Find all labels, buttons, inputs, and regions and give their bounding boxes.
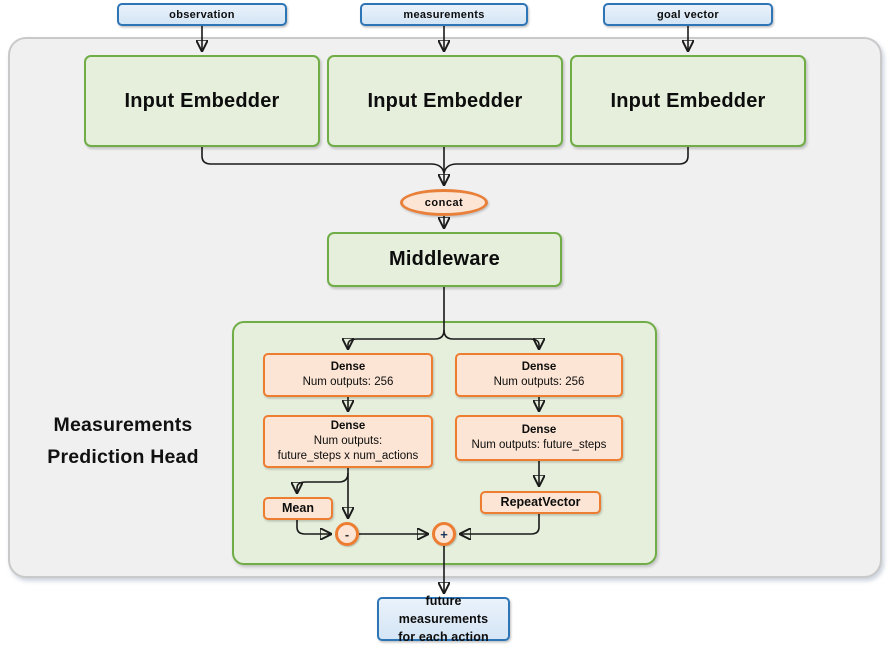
dense-outputs: Num outputs: 256: [302, 376, 394, 388]
input-node-label: observation: [169, 8, 235, 21]
add-op-label: +: [440, 526, 448, 542]
dense-action-1: Dense Num outputs: 256: [263, 353, 433, 397]
middleware-box: Middleware: [327, 232, 562, 287]
dense-expectation-1: Dense Num outputs: 256: [455, 353, 623, 397]
input-embedder-observation: Input Embedder: [84, 55, 320, 147]
input-node-label: measurements: [403, 8, 485, 21]
dense-outputs-2: future_steps x num_actions: [277, 450, 419, 462]
middleware-label: Middleware: [389, 248, 500, 270]
dense-outputs: Num outputs: future_steps: [471, 439, 607, 451]
dense-outputs: Num outputs:: [313, 435, 383, 447]
dense-title: Dense: [521, 424, 557, 436]
dense-outputs: Num outputs: 256: [493, 376, 585, 388]
mean-box: Mean: [263, 497, 333, 520]
input-node-label: goal vector: [657, 8, 719, 21]
output-node-future-measurements: future measurements for each action: [377, 594, 510, 644]
output-label-line1: future measurements: [398, 594, 489, 626]
subtract-op-node: -: [335, 522, 359, 546]
dense-title: Dense: [330, 361, 366, 373]
dense-action-2: Dense Num outputs: future_steps x num_ac…: [263, 415, 433, 468]
input-embedder-label: Input Embedder: [367, 89, 523, 112]
input-node-goal-vector: goal vector: [603, 3, 773, 26]
dense-title: Dense: [521, 361, 557, 373]
dense-expectation-2: Dense Num outputs: future_steps: [455, 415, 623, 461]
input-embedder-goal-vector: Input Embedder: [570, 55, 806, 147]
input-node-observation: observation: [117, 3, 287, 26]
add-op-node: +: [432, 522, 456, 546]
dense-title: Dense: [330, 420, 366, 432]
repeat-vector-box: RepeatVector: [480, 491, 601, 514]
input-node-measurements: measurements: [360, 3, 528, 26]
input-embedder-label: Input Embedder: [124, 89, 280, 112]
input-embedder-label: Input Embedder: [610, 89, 766, 112]
repeat-vector-label: RepeatVector: [500, 495, 581, 509]
concat-label: concat: [424, 196, 464, 209]
input-embedder-measurements: Input Embedder: [327, 55, 563, 147]
mean-label: Mean: [282, 501, 314, 515]
subtract-op-label: -: [344, 526, 350, 542]
concat-node: concat: [400, 189, 488, 216]
output-label-line2: for each action: [398, 630, 489, 644]
head-title-line2: Prediction Head: [47, 445, 199, 468]
head-title-line1: Measurements: [53, 414, 193, 436]
head-title: Measurements Prediction Head: [23, 410, 223, 473]
